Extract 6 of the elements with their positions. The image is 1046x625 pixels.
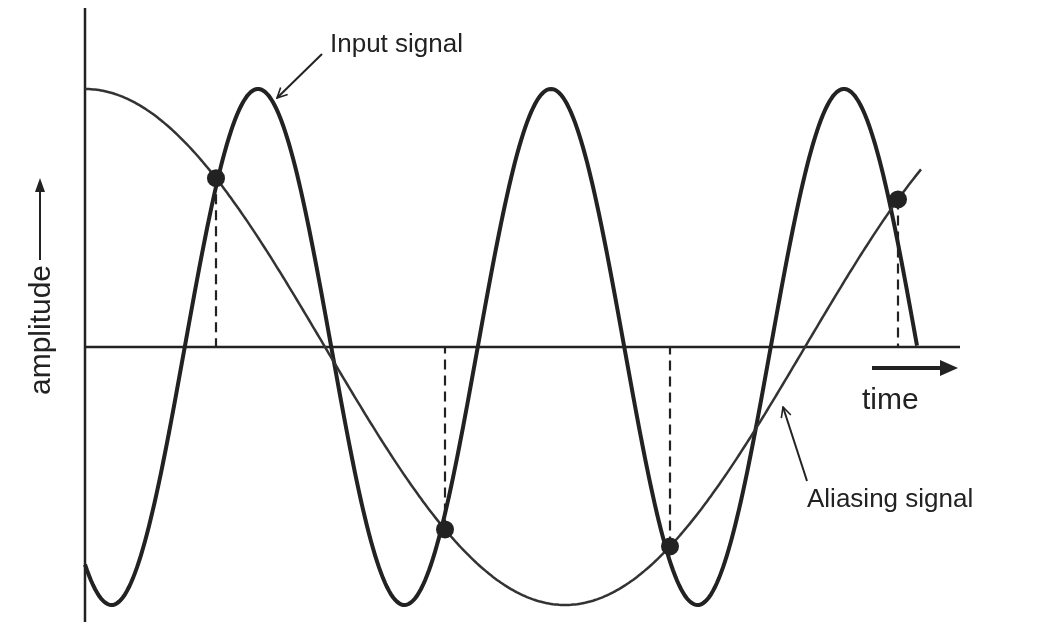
callout-label: Input signal (330, 30, 463, 56)
callout-label: Aliasing signal (807, 485, 974, 511)
axis-label: time (862, 384, 919, 414)
leader-line (780, 406, 808, 482)
axis-label: amplitude (25, 264, 56, 396)
leader-line (276, 53, 323, 99)
